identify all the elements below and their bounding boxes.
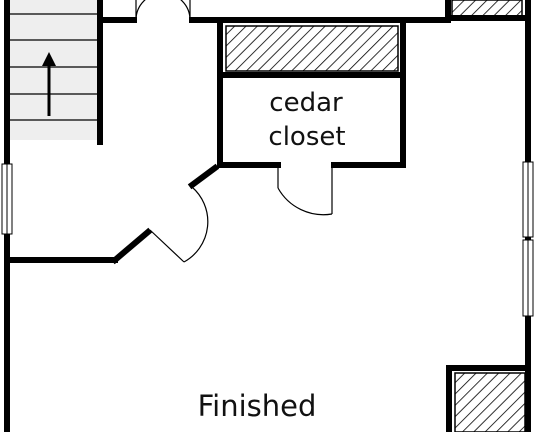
hatched-chimney-bottom bbox=[454, 372, 526, 432]
cedar-closet-label-line1: cedar bbox=[269, 88, 343, 118]
walls bbox=[4, 0, 531, 432]
staircase bbox=[10, 0, 98, 140]
up-arrow-icon bbox=[42, 52, 56, 116]
door-top bbox=[135, 0, 191, 21]
finished-room-label: Finished bbox=[198, 389, 317, 423]
windows bbox=[1, 161, 534, 317]
hatched-shelf bbox=[225, 25, 399, 72]
cedar-closet-label-line2: closet bbox=[268, 122, 345, 152]
door-closet bbox=[277, 165, 333, 216]
hatched-chimney-top bbox=[445, 0, 531, 21]
door-hall bbox=[149, 186, 209, 263]
